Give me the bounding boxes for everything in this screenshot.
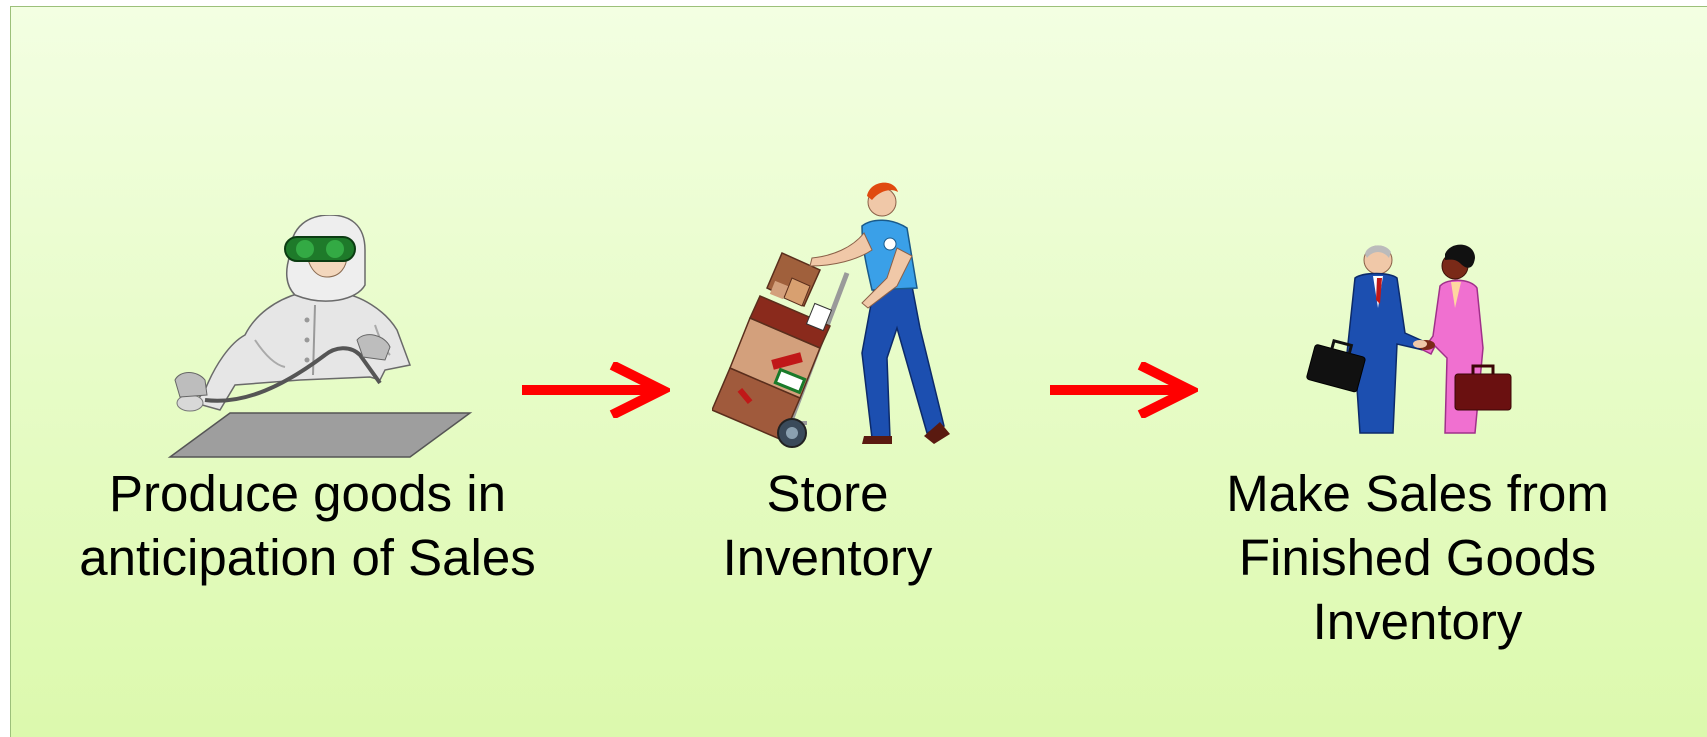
step-label-line: Store bbox=[650, 462, 1005, 526]
worker-in-cleanroom-suit-icon bbox=[135, 215, 475, 460]
step-label-line: Finished Goods bbox=[1190, 526, 1645, 590]
step-label-store: Store Inventory bbox=[650, 462, 1005, 590]
business-handshake-icon bbox=[1305, 238, 1525, 438]
step-label-line: anticipation of Sales bbox=[55, 526, 560, 590]
arrow-right-icon bbox=[1048, 362, 1198, 418]
worker-with-hand-truck-icon bbox=[712, 178, 972, 448]
step-label-produce: Produce goods in anticipation of Sales bbox=[55, 462, 560, 590]
step-label-line: Inventory bbox=[650, 526, 1005, 590]
step-label-line: Produce goods in bbox=[55, 462, 560, 526]
arrow-right-icon bbox=[520, 362, 670, 418]
step-label-line: Make Sales from bbox=[1190, 462, 1645, 526]
step-label-line: Inventory bbox=[1190, 590, 1645, 654]
step-label-sell: Make Sales from Finished Goods Inventory bbox=[1190, 462, 1645, 654]
